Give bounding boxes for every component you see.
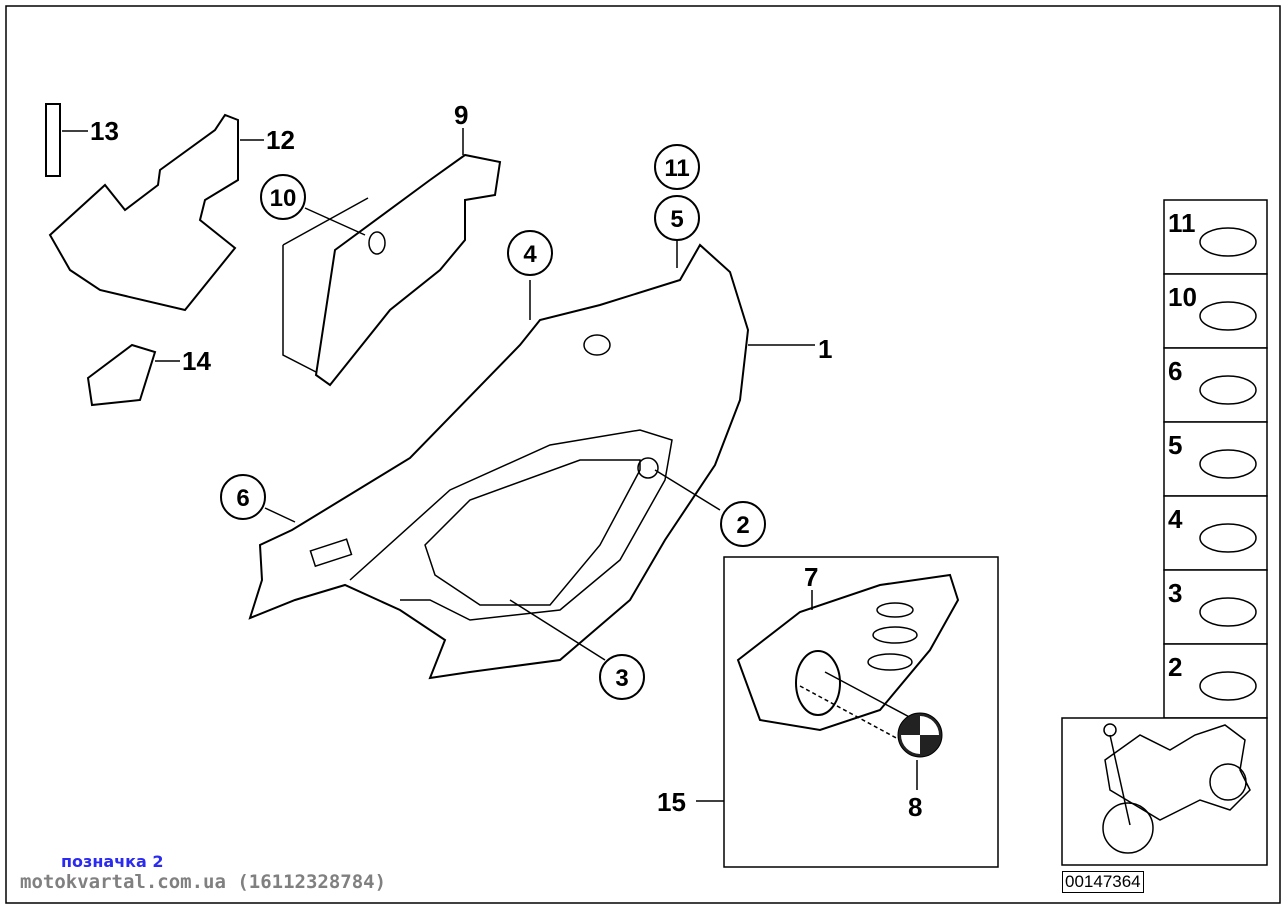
watermark-site: motokvartal.com.ua (16112328784) [20, 871, 387, 893]
label-7: 7 [804, 562, 818, 592]
label-1: 1 [818, 334, 832, 364]
diagram-frame [5, 5, 1281, 904]
legend-item-10: 10 [1163, 273, 1268, 349]
legend-item-4: 4 [1163, 495, 1268, 571]
part-icon [1199, 597, 1257, 627]
watermark-tag: позначка 2 [61, 852, 164, 871]
callout-4: 4 [507, 230, 553, 276]
small-parts-legend: 11 10 6 5 4 3 2 [1163, 199, 1268, 719]
legend-label: 4 [1168, 504, 1183, 534]
diagram-code: 00147364 [1062, 871, 1144, 893]
legend-label: 3 [1168, 578, 1182, 608]
legend-label: 5 [1168, 430, 1182, 460]
legend-item-11: 11 [1163, 199, 1268, 275]
svg-text:5: 5 [670, 206, 683, 233]
label-13: 13 [90, 116, 119, 146]
part-icon [1199, 301, 1257, 331]
label-8: 8 [908, 792, 922, 822]
svg-text:2: 2 [736, 512, 749, 539]
part-icon [1199, 227, 1257, 257]
callout-2: 2 [720, 501, 766, 547]
legend-item-5: 5 [1163, 421, 1268, 497]
svg-text:10: 10 [270, 185, 297, 212]
callout-10: 10 [260, 174, 306, 220]
legend-label: 2 [1168, 652, 1182, 682]
callout-6: 6 [220, 474, 266, 520]
callout-3: 3 [599, 654, 645, 700]
legend-label: 10 [1168, 282, 1197, 312]
label-9: 9 [454, 100, 468, 130]
part-13-strip: 13 [45, 103, 119, 177]
label-14: 14 [182, 346, 211, 376]
inset-15-cover-kit: 7 8 15 [657, 556, 999, 868]
part-1-side-fairing: 1 [248, 243, 832, 680]
callout-11: 11 [654, 144, 700, 190]
part-icon [1199, 375, 1257, 405]
part-icon [1199, 671, 1257, 701]
legend-label: 11 [1168, 208, 1196, 238]
part-9-panel: 9 [282, 100, 502, 387]
part-icon [1199, 449, 1257, 479]
svg-text:3: 3 [615, 665, 628, 692]
svg-text:6: 6 [236, 485, 249, 512]
legend-item-6: 6 [1163, 347, 1268, 423]
part-14-pad: 14 [86, 343, 211, 407]
legend-label: 6 [1168, 356, 1182, 386]
label-15: 15 [657, 787, 686, 817]
legend-item-2: 2 [1163, 643, 1268, 719]
svg-text:11: 11 [664, 155, 689, 182]
part-icon [1199, 523, 1257, 553]
callout-5: 5 [654, 195, 700, 241]
part-12-cover: 12 [48, 113, 295, 312]
svg-text:4: 4 [523, 241, 537, 268]
legend-item-3: 3 [1163, 569, 1268, 645]
label-12: 12 [266, 125, 295, 155]
callout-leaders [264, 207, 721, 661]
motorcycle-thumbnail [1061, 717, 1268, 866]
